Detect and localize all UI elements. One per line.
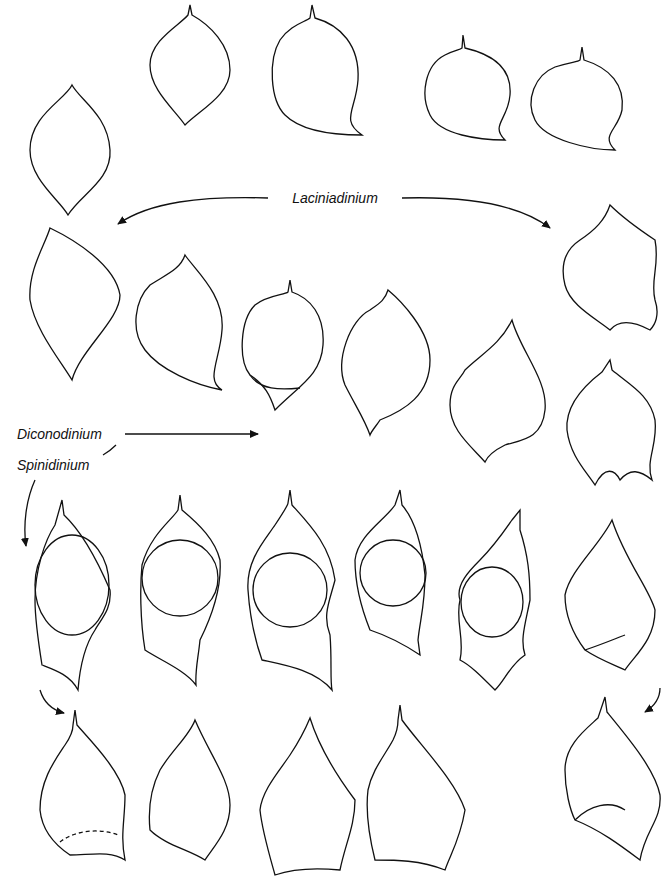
- cyst-outline: [272, 5, 362, 135]
- inner-body: [253, 553, 327, 627]
- pointer-line: [103, 445, 116, 455]
- pointer-arrow: [40, 690, 64, 713]
- pointer-arrow: [125, 433, 258, 434]
- cyst-outline: [35, 500, 110, 690]
- cyst-outline: [149, 720, 230, 860]
- pointer-arrow: [25, 480, 35, 546]
- inner-body: [35, 535, 109, 635]
- cyst-outline: [425, 35, 510, 140]
- inner-body: [575, 805, 625, 820]
- cyst-outline: [40, 710, 125, 860]
- cyst-outline: [242, 280, 323, 410]
- pointer-arrow: [118, 198, 268, 224]
- inner-body: [250, 375, 300, 389]
- cyst-outline: [355, 490, 425, 655]
- inner-body: [142, 540, 218, 616]
- cyst-outline: [30, 228, 120, 380]
- pointer-arrow: [402, 198, 550, 228]
- cyst-outline: [248, 490, 335, 690]
- cyst-outline: [136, 255, 222, 390]
- cyst-outline: [563, 205, 657, 330]
- pointer-arrow: [645, 688, 660, 712]
- cyst-outline: [342, 290, 430, 435]
- inner-body: [60, 831, 118, 842]
- genus-label: Diconodinium: [15, 425, 104, 443]
- inner-body: [461, 567, 523, 637]
- cyst-outline: [531, 47, 622, 150]
- cyst-outline: [567, 360, 656, 485]
- cyst-outline: [141, 495, 220, 685]
- inner-body: [360, 540, 426, 606]
- cyst-outline: [459, 510, 530, 690]
- cyst-outline: [565, 697, 660, 860]
- cyst-outline: [450, 320, 545, 462]
- cyst-outline: [367, 705, 465, 870]
- genus-label: Spinidinium: [15, 456, 91, 474]
- inner-body: [585, 635, 625, 650]
- cyst-outline: [260, 718, 355, 875]
- genus-label: Laciniadinium: [290, 189, 380, 207]
- cyst-outline: [150, 5, 230, 125]
- cyst-outline: [30, 85, 110, 215]
- cyst-outline: [565, 520, 655, 670]
